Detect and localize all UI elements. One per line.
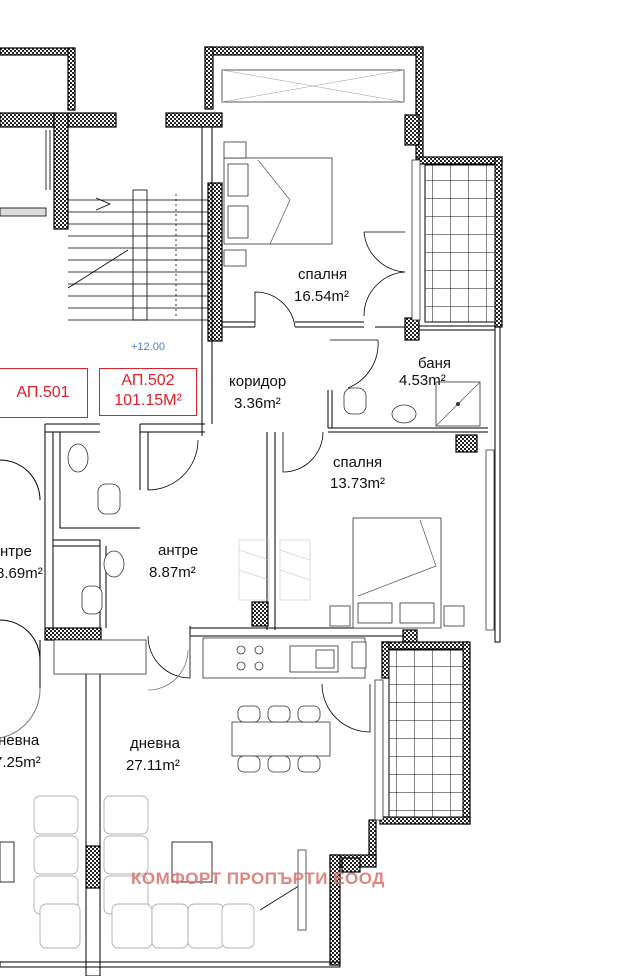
corridor-name: коридор [229, 373, 286, 390]
entry502-area: 8.87m² [149, 564, 196, 581]
bedroom1-area: 16.54m² [294, 288, 349, 305]
entry501-area: 8.69m² [0, 565, 43, 582]
apartment-502-name: АП.502 [121, 372, 175, 389]
apartment-502-label: АП.502 101.15М² [99, 368, 197, 416]
bedroom2-area: 13.73m² [330, 475, 385, 492]
living502-area: 27.11m² [126, 757, 180, 774]
balconies [374, 159, 496, 821]
partition-walls [0, 127, 495, 739]
room-labels: спалня 16.54m² баня 4.53m² коридор 3.36m… [0, 266, 451, 774]
living501-name: невна [0, 732, 40, 749]
bedroom1-name: спалня [298, 266, 347, 283]
living502-name: дневна [130, 735, 181, 752]
bathroom-name: баня [418, 355, 451, 372]
staircase [0, 130, 208, 321]
corridor-area: 3.36m² [234, 395, 281, 412]
company-watermark: КОМФОРТ ПРОПЪРТИ ЕООД [131, 869, 385, 888]
furniture [0, 69, 481, 949]
living501-area: 7.25m² [0, 754, 41, 771]
apartment-501-name: АП.501 [16, 384, 70, 401]
apartment-501-label: АП.501 [0, 368, 88, 418]
entry502-name: антре [158, 542, 198, 559]
elevation-mark: +12.00 [131, 341, 165, 353]
apartment-502-area: 101.15М² [114, 392, 182, 409]
entry501-name: нтре [0, 543, 32, 560]
bedroom2-name: спалня [333, 454, 382, 471]
bathroom-area: 4.53m² [399, 372, 446, 389]
doors [147, 231, 406, 911]
